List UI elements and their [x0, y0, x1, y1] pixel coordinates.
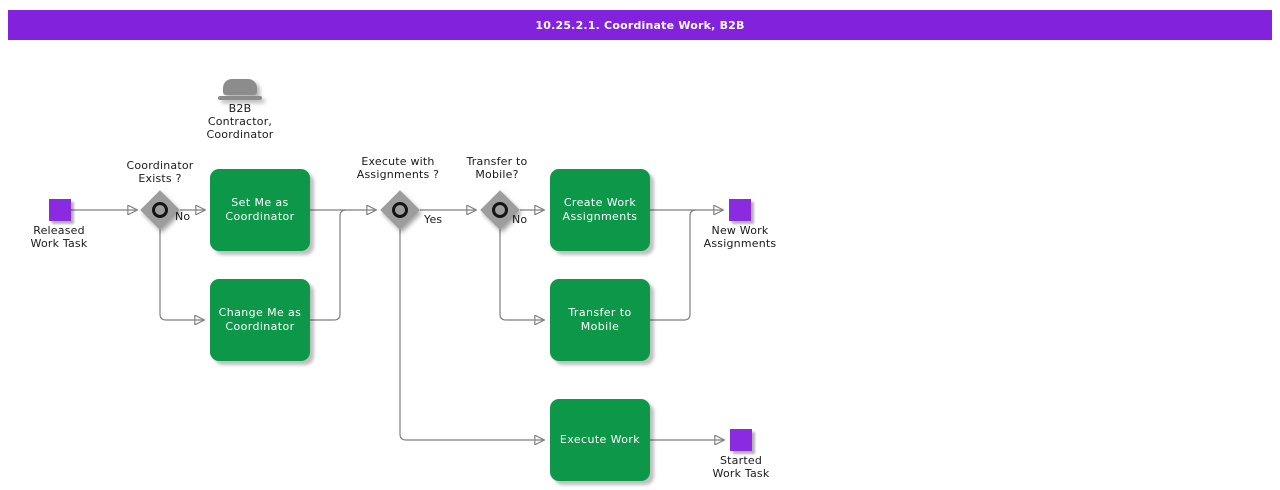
actor-label: B2B Contractor, Coordinator	[206, 102, 274, 141]
gateway-diamond	[140, 190, 180, 230]
gateway-coordinator-exists-label: Coordinator Exists ?	[126, 159, 194, 185]
task-change-me-as-coordinator[interactable]: Change Me as Coordinator	[210, 279, 310, 361]
gateway-transfer-to-mobile[interactable]	[480, 190, 520, 230]
task-set-me-as-coordinator[interactable]: Set Me as Coordinator	[210, 169, 310, 251]
gateway-transfer-to-mobile-label: Transfer to Mobile?	[466, 155, 528, 181]
gateway-ring-icon	[148, 197, 172, 221]
event-started-work-task-label: Started Work Task	[712, 454, 770, 480]
connector-change-me-merge	[310, 209, 347, 321]
event-new-work-assignments-label: New Work Assignments	[703, 224, 777, 250]
connector-gw2-yes-to-execute-work	[399, 229, 543, 440]
gateway-diamond	[380, 190, 420, 230]
page-title: 10.25.2.1. Coordinate Work, B2B	[535, 18, 745, 32]
gateway-execute-with-assignments[interactable]	[380, 190, 420, 230]
hat-crown	[223, 79, 257, 95]
hat-brim	[218, 96, 262, 100]
gateway-ring-icon	[388, 197, 412, 221]
event-started-work-task[interactable]	[730, 429, 752, 451]
branch-label-yes: Yes	[424, 213, 443, 226]
connector-gw1-no-to-change-me	[159, 229, 203, 320]
task-create-work-assignments[interactable]: Create Work Assignments	[550, 169, 650, 251]
task-execute-work[interactable]: Execute Work	[550, 399, 650, 481]
branch-label-no: No	[175, 210, 191, 223]
gateway-execute-with-assignments-label: Execute with Assignments ?	[356, 155, 440, 181]
gateway-coordinator-exists[interactable]	[140, 190, 180, 230]
task-transfer-to-mobile[interactable]: Transfer to Mobile	[550, 279, 650, 361]
branch-label-no: No	[512, 213, 528, 226]
diagram-title-bar: 10.25.2.1. Coordinate Work, B2B	[8, 10, 1272, 40]
connector-gw3-no-to-transfer-mobile	[499, 229, 543, 320]
gateway-ring-icon	[488, 197, 512, 221]
event-released-work-task[interactable]	[49, 199, 71, 221]
bowler-hat-icon	[218, 79, 262, 100]
event-new-work-assignments[interactable]	[729, 199, 751, 221]
event-released-label: Released Work Task	[30, 224, 88, 250]
